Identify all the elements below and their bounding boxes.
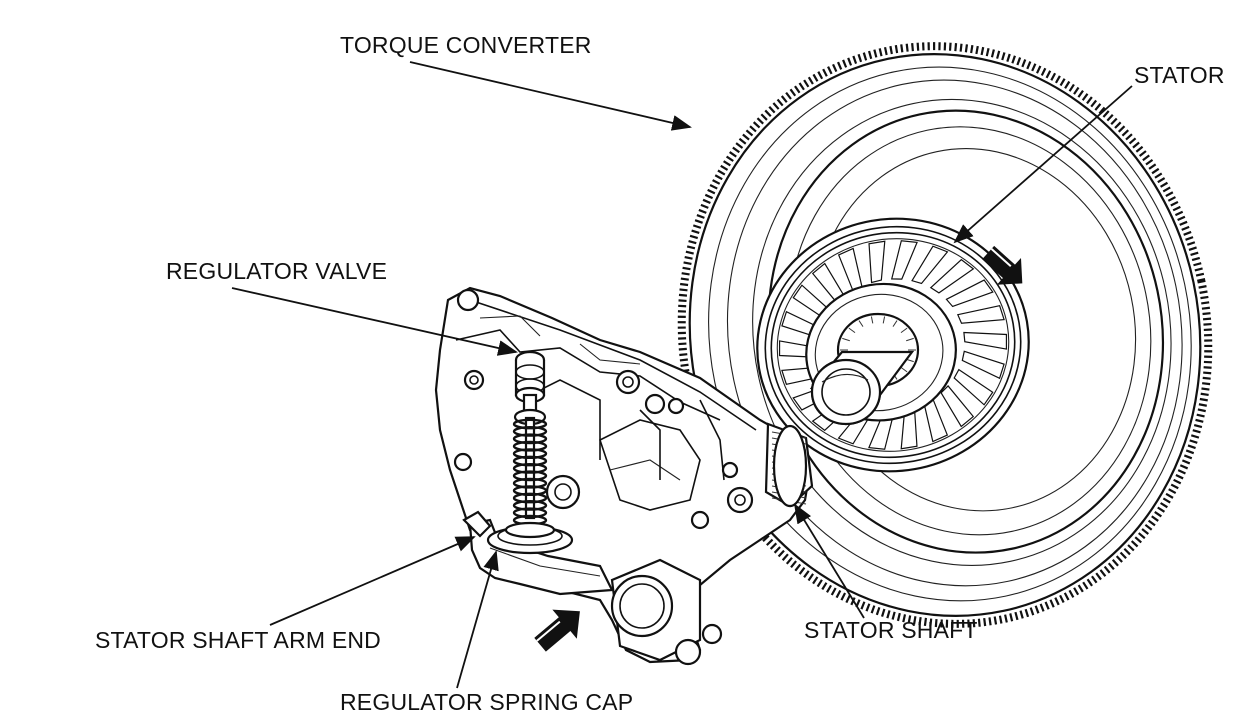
stator [756,217,1030,473]
label-regulator-spring-cap: REGULATOR SPRING CAP [340,689,634,715]
stator-vane [963,331,1008,350]
stator-hub [809,312,920,426]
pump-fitting [610,558,723,666]
leader-regulator-spring-cap [456,550,499,689]
stator-vane [868,240,886,284]
stator-vane [929,258,975,294]
push-arrow-icon [534,609,580,652]
label-stator-shaft: STATOR SHAFT [804,617,978,643]
label-torque-converter: TORQUE CONVERTER [340,32,592,58]
leader-stator-shaft-arm-end [269,536,476,626]
stator-vane [911,245,949,285]
regulator-spring-cap [486,521,574,555]
stator-vane [890,240,918,280]
regulator-spring [512,418,548,533]
stator-vane [961,350,1005,380]
leader-lines [231,61,1133,689]
stator-vane [956,304,1005,324]
stator-vane [953,368,994,406]
label-regulator-valve: REGULATOR VALVE [166,258,388,284]
stator-vane [945,279,994,308]
stator-vane [940,385,975,428]
regulator-valve [513,350,547,520]
rotation-arrow-icon [982,245,1023,285]
label-stator-shaft-arm-end: STATOR SHAFT ARM END [95,627,381,653]
leader-regulator-valve [231,287,518,356]
leader-stator [953,85,1133,244]
leader-stator-shaft [793,503,865,619]
stator-shaft [764,422,814,508]
label-stator: STATOR [1134,62,1225,88]
leader-torque-converter [409,61,692,131]
